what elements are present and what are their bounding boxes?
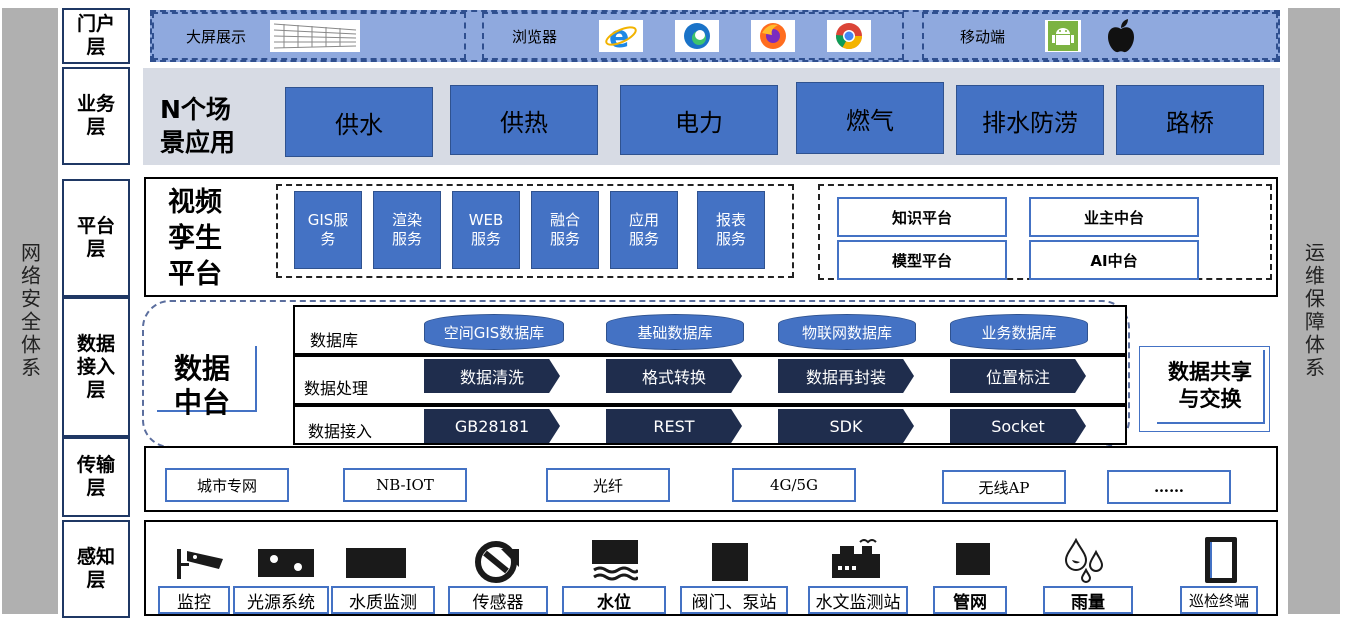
sensor-label-rainfall[interactable]: 雨量 <box>1043 586 1133 614</box>
business-item-road-bridge[interactable]: 路桥 <box>1116 85 1264 155</box>
pipe-icon <box>956 543 990 575</box>
layer-label-data-access: 数据 接入 层 <box>62 297 130 437</box>
business-item-drainage[interactable]: 排水防涝 <box>956 85 1104 155</box>
business-item-power[interactable]: 电力 <box>620 85 778 155</box>
process-location-labeling[interactable]: 位置标注 <box>950 359 1086 393</box>
access-socket[interactable]: Socket <box>950 409 1086 443</box>
transport-fiber[interactable]: 光纤 <box>546 468 670 502</box>
knowledge-platform[interactable]: 知识平台 <box>837 197 1007 237</box>
network-security-label: 网络安全体系 <box>17 242 42 380</box>
ops-support-label: 运维保障体系 <box>1301 242 1326 380</box>
ie-icon: e <box>599 20 644 52</box>
rain-icon <box>1062 537 1108 584</box>
process-data-repackaging[interactable]: 数据再封装 <box>778 359 914 393</box>
firefox-icon <box>751 20 796 52</box>
water-quality-icon <box>346 548 406 578</box>
service-web[interactable]: WEB 服务 <box>452 191 520 269</box>
layer-label-perception: 感知 层 <box>62 520 130 618</box>
camera-icon <box>177 545 225 581</box>
svg-text:e: e <box>609 21 629 51</box>
access-rest[interactable]: REST <box>606 409 742 443</box>
mobile-group: 移动端 <box>922 12 1278 60</box>
sensor-icon <box>475 541 521 583</box>
layer-label-transport: 传输 层 <box>62 437 130 517</box>
service-gis[interactable]: GIS服 务 <box>294 191 362 269</box>
browser-group: 浏览器 e <box>482 12 904 60</box>
data-row-label-access: 数据接入 <box>308 422 373 441</box>
business-title: N个场 景应用 <box>160 95 236 157</box>
owner-middle-platform[interactable]: 业主中台 <box>1029 197 1199 237</box>
mobile-label: 移动端 <box>960 27 1006 46</box>
big-screen-icon <box>270 20 361 52</box>
transport-wireless-ap[interactable]: 无线AP <box>942 470 1066 504</box>
service-fusion[interactable]: 融合 服务 <box>531 191 599 269</box>
access-gb28181[interactable]: GB28181 <box>424 409 560 443</box>
model-platform[interactable]: 模型平台 <box>837 240 1007 280</box>
sensor-label-valve-pump[interactable]: 阀门、泵站 <box>680 586 788 614</box>
service-render[interactable]: 渲染 服务 <box>373 191 441 269</box>
service-application[interactable]: 应用 服务 <box>610 191 678 269</box>
apple-icon <box>1103 18 1139 54</box>
sensor-label-hydrology-station[interactable]: 水文监测站 <box>808 586 908 614</box>
transport-city-network[interactable]: 城市专网 <box>165 468 289 502</box>
edge-icon <box>675 20 720 52</box>
database-spatial-gis[interactable]: 空间GIS数据库 <box>424 314 564 350</box>
data-row-label-database: 数据库 <box>310 331 359 350</box>
process-data-cleaning[interactable]: 数据清洗 <box>424 359 560 393</box>
layer-label-portal: 门户 层 <box>62 8 130 64</box>
database-iot[interactable]: 物联网数据库 <box>778 314 916 350</box>
transport-more[interactable]: …… <box>1107 470 1231 504</box>
big-screen-label: 大屏展示 <box>186 27 247 46</box>
light-source-icon <box>258 549 314 577</box>
service-report[interactable]: 报表 服务 <box>697 191 765 269</box>
process-format-conversion[interactable]: 格式转换 <box>606 359 742 393</box>
transport-nb-iot[interactable]: NB-IOT <box>343 468 467 502</box>
ai-middle-platform[interactable]: AI中台 <box>1029 240 1199 280</box>
sensor-label-pipe-network[interactable]: 管网 <box>933 586 1007 614</box>
data-share-exchange[interactable]: 数据共享 与交换 <box>1157 350 1265 424</box>
data-row-label-processing: 数据处理 <box>304 379 369 398</box>
business-item-heating[interactable]: 供热 <box>450 85 598 155</box>
data-share-outer <box>1139 346 1270 432</box>
sensor-label-sensor[interactable]: 传感器 <box>448 586 548 614</box>
database-basic[interactable]: 基础数据库 <box>606 314 744 350</box>
access-sdk[interactable]: SDK <box>778 409 914 443</box>
right-side-panel: 运维保障体系 <box>1288 8 1340 614</box>
browser-label: 浏览器 <box>512 27 558 46</box>
platform-title: 视频 孪生 平台 <box>168 187 222 290</box>
sensor-label-inspection-terminal[interactable]: 巡检终端 <box>1180 586 1258 614</box>
sensor-label-light-source[interactable]: 光源系统 <box>233 586 329 614</box>
big-screen-group: 大屏展示 <box>152 12 466 60</box>
transport-4g-5g[interactable]: 4G/5G <box>732 468 856 502</box>
sensor-label-water-level[interactable]: 水位 <box>562 586 666 614</box>
sensor-label-monitor[interactable]: 监控 <box>158 586 230 614</box>
layer-label-platform: 平台 层 <box>62 179 130 297</box>
database-business[interactable]: 业务数据库 <box>950 314 1088 350</box>
transport-layer-box <box>144 446 1278 512</box>
android-icon <box>1045 20 1082 52</box>
platform-services-group <box>276 184 794 278</box>
terminal-icon <box>1204 536 1238 584</box>
sensor-label-water-quality[interactable]: 水质监测 <box>331 586 435 614</box>
layer-label-business: 业务 层 <box>62 67 130 165</box>
left-side-panel: 网络安全体系 <box>2 8 58 614</box>
data-middle-title: 数据 中台 <box>174 352 231 419</box>
chrome-icon <box>827 20 872 52</box>
factory-icon <box>830 536 880 578</box>
business-item-gas[interactable]: 燃气 <box>796 82 944 154</box>
business-item-water-supply[interactable]: 供水 <box>285 87 433 157</box>
valve-icon <box>712 543 748 581</box>
water-level-icon <box>592 540 640 582</box>
data-middle-box <box>157 346 257 412</box>
